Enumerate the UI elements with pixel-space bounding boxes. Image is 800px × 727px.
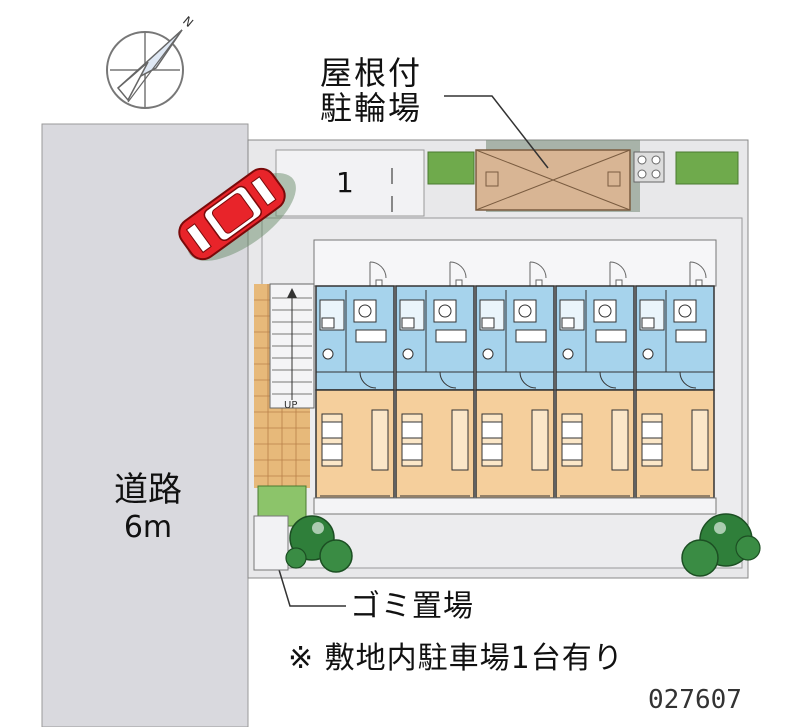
staircase [269, 283, 315, 409]
parking-slot-number: 1 [336, 166, 354, 199]
parking-note: ※ 敷地内駐車場1台有り [288, 641, 624, 676]
meter-box [633, 151, 665, 183]
property-code: 027607 [648, 685, 742, 715]
bicycle-parking-label-line1: 屋根付 [320, 54, 423, 92]
road-label: 道路 6m [98, 470, 198, 546]
apartment-unit [315, 261, 395, 499]
bicycle-parking-label: 屋根付 駐輪場 [320, 54, 423, 128]
green-plot-left [427, 151, 475, 185]
compass-north-letter: N [180, 14, 196, 30]
apartment-unit [395, 261, 475, 499]
apartment-units [315, 261, 715, 499]
trash-area-label: ゴミ置場 [350, 589, 474, 624]
apartment-unit [635, 261, 715, 499]
roof-leader-line [444, 95, 549, 169]
tree-cluster-right [681, 513, 761, 577]
apartment-unit [475, 261, 555, 499]
apartment-unit [555, 261, 635, 499]
common-corridor [313, 239, 717, 287]
tree-cluster-left [285, 515, 353, 573]
road-width: 6m [123, 510, 173, 546]
trash-area [253, 515, 289, 571]
car-icon [178, 167, 296, 261]
balcony-strip [313, 497, 717, 515]
road-label-name: 道路 [114, 470, 182, 510]
green-plot-right [675, 151, 739, 185]
bicycle-parking-label-line2: 駐輪場 [320, 89, 423, 128]
compass-icon [106, 29, 184, 109]
parking-slot [275, 149, 425, 217]
stairs-up-label: UP [284, 400, 298, 411]
